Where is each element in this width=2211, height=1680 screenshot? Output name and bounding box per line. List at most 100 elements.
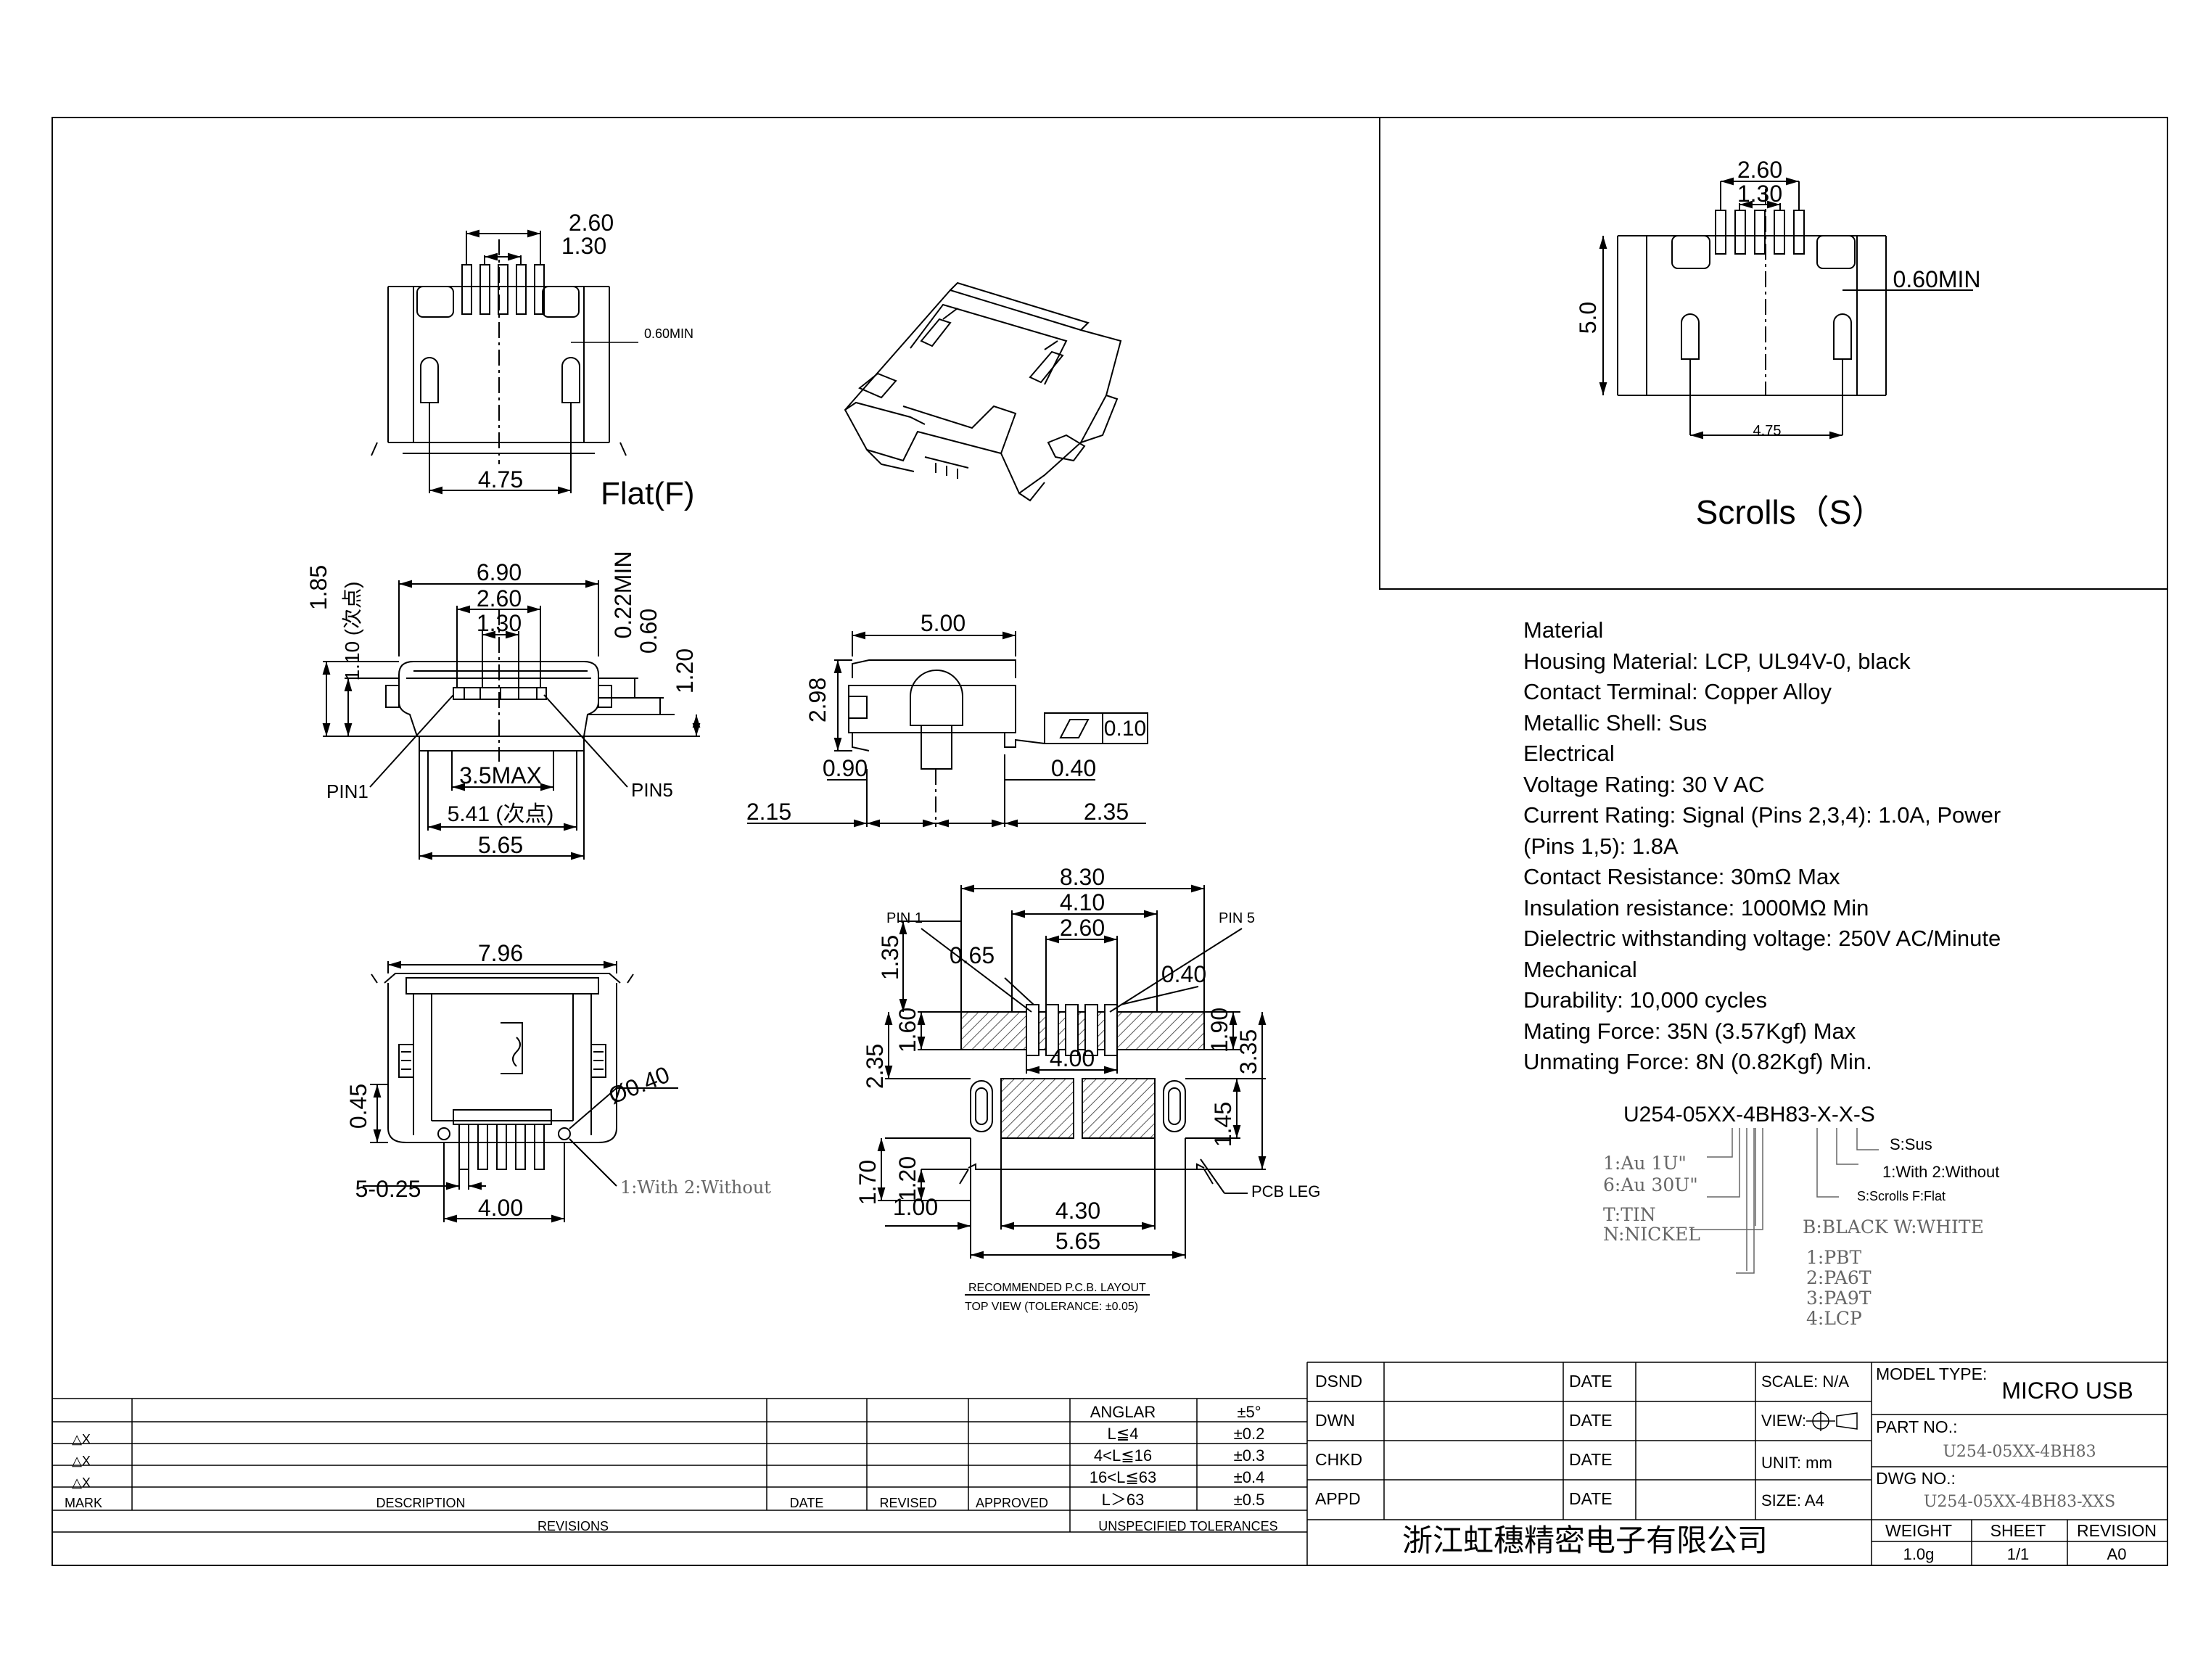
part-no-value: U254-05XX-4BH83 [1943, 1443, 2096, 1461]
front-dim-690: 6.90 [477, 559, 522, 585]
revision-mark-row-3: △X [72, 1475, 91, 1490]
title-date-label-2: DATE [1569, 1411, 1613, 1430]
dwg-no-value: U254-05XX-4BH83-XXS [1924, 1493, 2115, 1511]
revision-header-date: DATE [790, 1496, 824, 1510]
spec-line: Contact Resistance: 30mΩ Max [1523, 864, 1840, 889]
sheet-value: 1/1 [2007, 1545, 2030, 1563]
revision-label: REVISION [2077, 1521, 2157, 1540]
front-dim-120: 1.20 [672, 648, 698, 693]
title-date-label-3: DATE [1569, 1450, 1613, 1469]
pcb-dim-100: 1.00 [893, 1194, 938, 1220]
part-code: U254-05XX-4BH83-X-X-S [1623, 1103, 1875, 1127]
front-dim-022: 0.22MIN [610, 551, 636, 639]
title-unit: UNIT: mm [1761, 1454, 1832, 1472]
specification-block: Material Housing Material: LCP, UL94V-0,… [1523, 615, 2001, 1078]
spec-line: Material [1523, 617, 1604, 643]
code-option-nickel: N:NICKEL [1603, 1224, 1700, 1245]
front-dim-110: 1.10 (次点) [341, 582, 363, 681]
flat-dim-260: 2.60 [569, 210, 614, 236]
front-dim-565: 5.65 [478, 832, 523, 858]
model-type-value: MICRO USB [2001, 1378, 2133, 1404]
flat-dim-min: 0.60MIN [644, 326, 693, 341]
code-option-mat4: 4:LCP [1806, 1308, 1862, 1329]
pcb-dim-400: 4.00 [1050, 1045, 1095, 1071]
revision-header-revised: REVISED [879, 1496, 936, 1510]
front-dim-185: 1.85 [305, 565, 332, 610]
pcb-dim-040: 0.40 [1161, 961, 1206, 987]
flat-dim-475: 4.75 [478, 466, 523, 493]
pcb-dim-410: 4.10 [1060, 889, 1105, 915]
spec-line: Contact Terminal: Copper Alloy [1523, 679, 1832, 704]
pcb-dim-565: 5.65 [1055, 1228, 1100, 1254]
flat-label: Flat(F) [601, 476, 695, 511]
dwg-no-label: DWG NO.: [1876, 1469, 1956, 1488]
pcb-caption-layout: RECOMMENDED P.C.B. LAYOUT [968, 1282, 1146, 1294]
sheet-label: SHEET [1990, 1521, 2046, 1540]
pcb-dim-065: 0.65 [950, 942, 995, 968]
spec-line: Durability: 10,000 cycles [1523, 987, 1767, 1013]
spec-line: Metallic Shell: Sus [1523, 709, 1708, 736]
bottom-dim-pitch: 5-0.25 [355, 1176, 421, 1202]
title-dsnd-label: DSND [1315, 1372, 1362, 1391]
pcb-dim-120: 1.20 [894, 1156, 921, 1201]
model-type-label: MODEL TYPE: [1876, 1364, 1987, 1383]
revision-mark-row-2: △X [72, 1454, 91, 1468]
tolerances-footer: UNSPECIFIED TOLERANCES [1098, 1519, 1277, 1533]
pcb-pin1-label: PIN 1 [886, 910, 923, 926]
side-view [834, 631, 1148, 827]
pcb-dim-830: 8.30 [1060, 864, 1105, 890]
bottom-dim-045: 0.45 [345, 1084, 371, 1129]
code-option-color: B:BLACK W:WHITE [1803, 1216, 1984, 1238]
scrolls-dim-50: 5.0 [1575, 302, 1601, 334]
flat-view [371, 231, 627, 493]
scrolls-dim-min: 0.60MIN [1893, 266, 1981, 292]
side-dim-040: 0.40 [1051, 755, 1096, 781]
revision-header-description: DESCRIPTION [376, 1496, 465, 1510]
code-option-mat3: 3:PA9T [1806, 1288, 1872, 1309]
code-option-plating2: 6:Au 30U" [1603, 1174, 1698, 1195]
pcb-dim-190: 1.90 [1206, 1008, 1232, 1053]
spec-line: Mating Force: 35N (3.57Kgf) Max [1523, 1018, 1856, 1044]
spec-line: Voltage Rating: 30 V AC [1523, 771, 1765, 797]
scrolls-dim-475: 4.75 [1753, 423, 1782, 439]
bottom-option-note: 1:With 2:Without [620, 1177, 771, 1198]
pcb-dim-235: 2.35 [862, 1044, 888, 1089]
revision-header-mark: MARK [65, 1496, 102, 1510]
spec-line: Dielectric withstanding voltage: 250V AC… [1523, 926, 2001, 951]
tolerance-label-2: 4<L≦16 [1094, 1446, 1152, 1465]
tolerance-label-1: L≦4 [1108, 1425, 1139, 1443]
title-date-label-4: DATE [1569, 1489, 1613, 1508]
spec-line: (Pins 1,5): 1.8A [1523, 833, 1679, 859]
weight-value: 1.0g [1903, 1545, 1935, 1563]
title-block [1307, 1362, 2167, 1565]
title-appd-label: APPD [1315, 1489, 1361, 1508]
title-view: VIEW: [1761, 1412, 1806, 1430]
company-name: 浙江虹穗精密电子有限公司 [1402, 1523, 1768, 1557]
front-pin1-label: PIN1 [326, 781, 368, 802]
revision-header-approved: APPROVED [976, 1496, 1048, 1510]
revision-value: A0 [2107, 1545, 2127, 1563]
tolerance-value-2: ±0.3 [1234, 1446, 1265, 1465]
tolerance-label-4: L＞63 [1102, 1491, 1145, 1509]
title-size: SIZE: A4 [1761, 1491, 1824, 1510]
scrolls-dim-130: 1.30 [1737, 181, 1782, 207]
pcb-dim-430: 4.30 [1055, 1198, 1100, 1224]
isometric-view [844, 281, 1122, 502]
code-option-plating1: 1:Au 1U" [1603, 1153, 1687, 1174]
title-date-label-1: DATE [1569, 1372, 1613, 1391]
side-dim-215: 2.15 [746, 799, 791, 825]
bottom-dim-dia: Ø0.40 [605, 1061, 673, 1109]
tolerance-label-3: 16<L≦63 [1090, 1468, 1156, 1486]
front-view [323, 580, 700, 860]
pcb-dim-335: 3.35 [1235, 1029, 1261, 1074]
tolerance-value-1: ±0.2 [1234, 1425, 1265, 1443]
scrolls-label: Scrolls（S） [1696, 493, 1885, 531]
front-dim-35: 3.5MAX [459, 762, 542, 788]
spec-line: Unmating Force: 8N (0.82Kgf) Min. [1523, 1049, 1872, 1074]
part-code-diagram: U254-05XX-4BH83-X-X-S S:Sus 1:With 2:Wit… [1603, 1103, 1999, 1329]
pcb-dim-135: 1.35 [877, 935, 903, 980]
spec-line: Current Rating: Signal (Pins 2,3,4): 1.0… [1523, 802, 2001, 828]
pcb-caption-topview: TOP VIEW (TOLERANCE: ±0.05) [965, 1301, 1138, 1313]
drawing-border [52, 117, 2168, 1566]
